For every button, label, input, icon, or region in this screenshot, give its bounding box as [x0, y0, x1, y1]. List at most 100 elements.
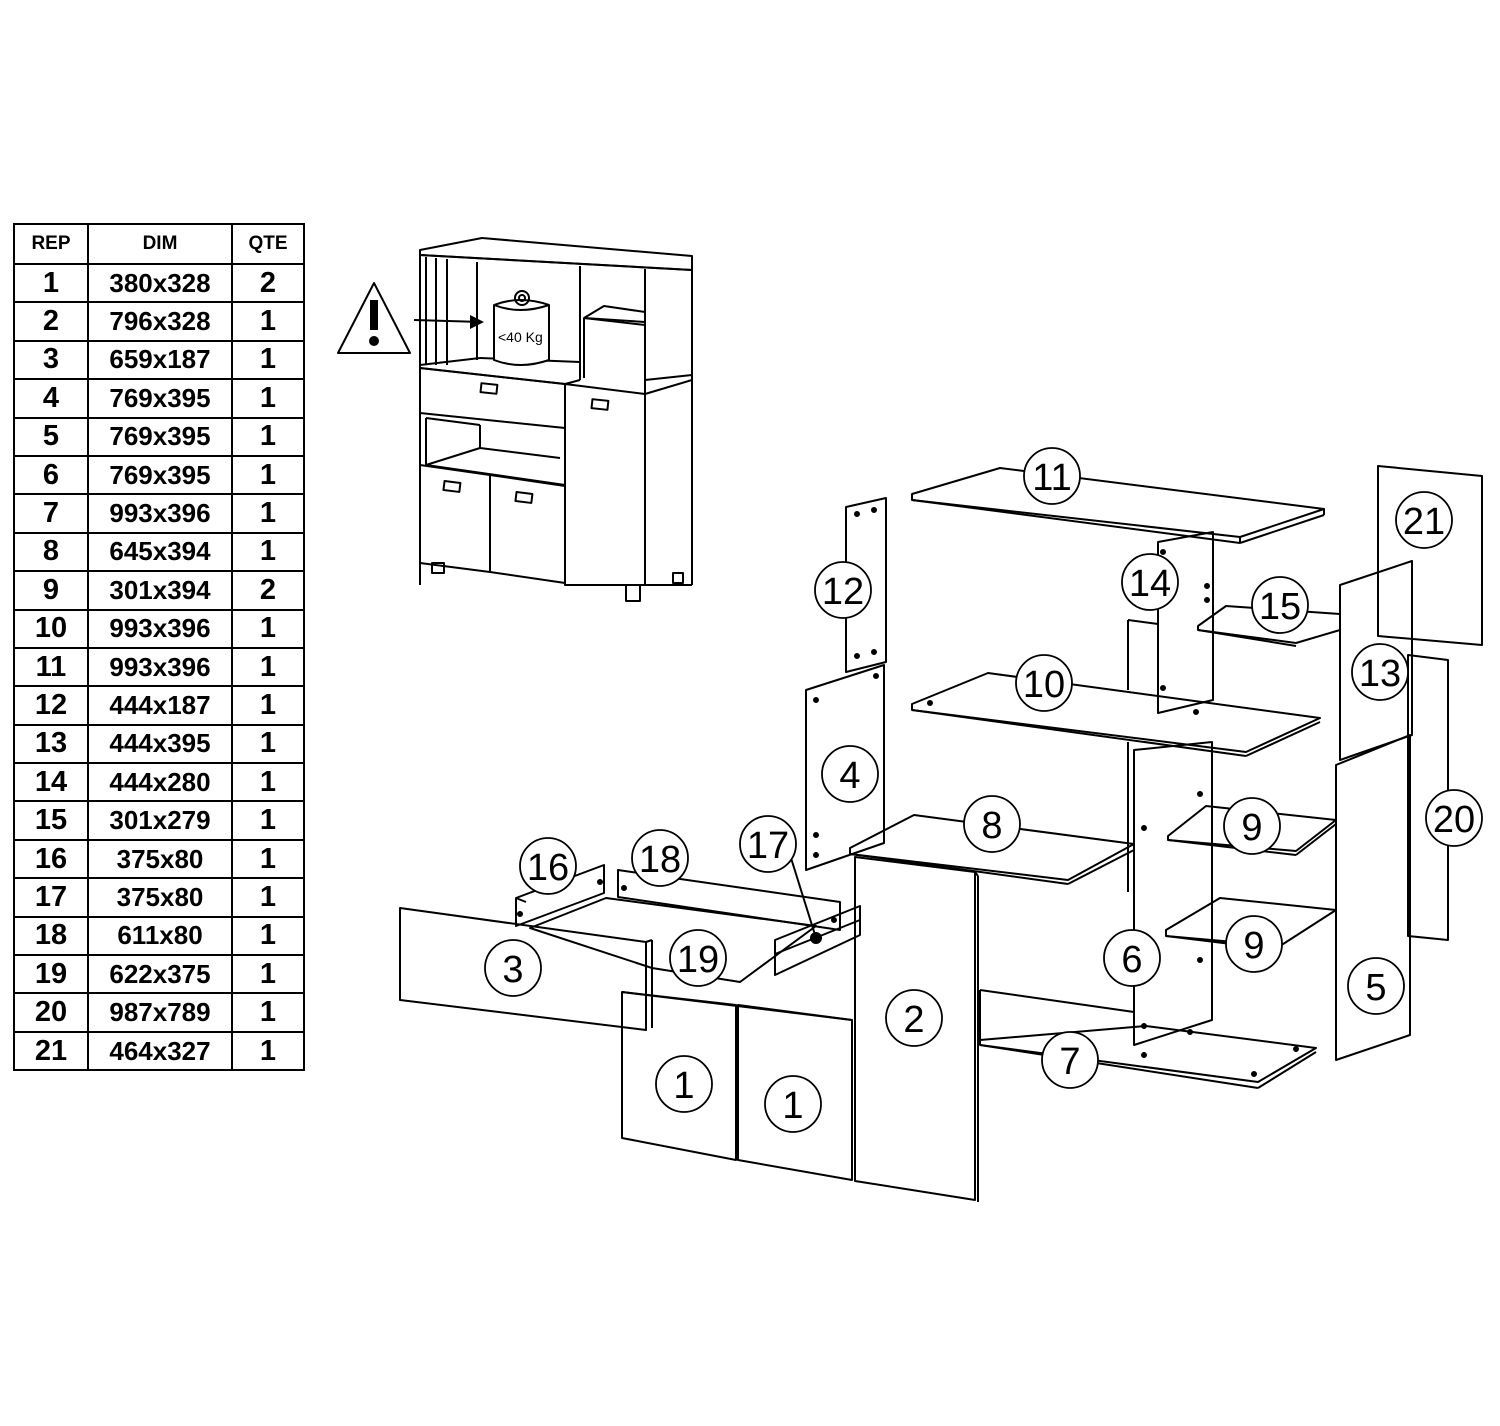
- callout-13: 13: [1359, 653, 1401, 695]
- cell-rep: 9: [13, 570, 89, 611]
- cell-qte: 1: [231, 1030, 305, 1072]
- callout-circles: [484, 447, 1483, 1133]
- callout-18: 18: [639, 839, 681, 881]
- cell-qte: 1: [231, 762, 305, 803]
- callout-labels: 1 1 2 3 4 5 6 7 8 9 9 10 11 12 13 14 15 …: [502, 457, 1475, 1127]
- cell-qte: 1: [231, 454, 305, 496]
- cell-qte: 1: [231, 646, 305, 688]
- cell-rep: 10: [13, 608, 89, 649]
- cell-qte: 2: [231, 262, 305, 304]
- panel-13-shape: [1339, 560, 1413, 761]
- cell-dim: 622x375: [87, 954, 233, 995]
- cell-dim: 444x395: [87, 723, 233, 765]
- callout-17: 17: [747, 825, 789, 867]
- callout-9a: 9: [1241, 807, 1262, 849]
- cell-dim: 993x396: [87, 608, 233, 649]
- cell-dim: 769x395: [87, 454, 233, 496]
- cell-qte: 1: [231, 877, 305, 918]
- callout-15: 15: [1259, 586, 1301, 628]
- cell-qte: 1: [231, 992, 305, 1033]
- panel-18-shape: [617, 869, 841, 931]
- cell-rep: 15: [13, 800, 89, 841]
- cell-rep: 13: [13, 723, 89, 765]
- callout-16: 16: [527, 847, 569, 889]
- cell-dim: 769x395: [87, 416, 233, 457]
- cell-rep: 18: [13, 915, 89, 957]
- cell-dim: 464x327: [87, 1030, 233, 1072]
- header-dim: DIM: [87, 223, 233, 265]
- panel-10-shape: [911, 672, 1321, 753]
- callout-6: 6: [1121, 939, 1142, 981]
- weight-block-icon: [493, 290, 550, 366]
- cell-rep: 12: [13, 685, 89, 726]
- panel-11-shape: [911, 467, 1325, 538]
- callout-3: 3: [502, 949, 523, 991]
- cell-qte: 1: [231, 915, 305, 957]
- cell-rep: 3: [13, 339, 89, 381]
- cell-dim: 444x187: [87, 685, 233, 726]
- table-header-row: REP DIM QTE: [13, 223, 305, 265]
- panel-7-shape: [979, 1025, 1317, 1083]
- cell-qte: 1: [231, 608, 305, 649]
- header-rep: REP: [13, 223, 89, 265]
- callout-2: 2: [903, 999, 924, 1041]
- cell-dim: 769x395: [87, 378, 233, 419]
- cell-qte: 1: [231, 416, 305, 457]
- panel-14-shape: [1157, 531, 1214, 714]
- cell-dim: 611x80: [87, 915, 233, 957]
- panel-5-shape: [1335, 734, 1411, 1061]
- panel-21-shape: [1377, 465, 1483, 646]
- cell-qte: 1: [231, 339, 305, 381]
- panel-20-shape: [1407, 654, 1449, 941]
- assembled-cabinet-illustration: [419, 237, 693, 602]
- panel-8-shape: [849, 814, 1135, 881]
- cell-dim: 645x394: [87, 531, 233, 573]
- cell-qte: 1: [231, 838, 305, 880]
- panel-6-shape: [1133, 741, 1213, 1046]
- cell-qte: 1: [231, 954, 305, 995]
- cell-dim: 375x80: [87, 838, 233, 880]
- cell-dim: 301x394: [87, 570, 233, 611]
- cell-dim: 796x328: [87, 301, 233, 342]
- callout-9b: 9: [1243, 925, 1264, 967]
- warning-triangle-icon: [337, 282, 411, 354]
- cell-dim: 993x396: [87, 493, 233, 534]
- cell-rep: 17: [13, 877, 89, 918]
- cell-qte: 1: [231, 531, 305, 573]
- cell-rep: 2: [13, 301, 89, 342]
- weight-limit-label: <40 Kg: [498, 329, 543, 345]
- cell-rep: 4: [13, 378, 89, 419]
- cell-rep: 16: [13, 838, 89, 880]
- callout-19: 19: [677, 939, 719, 981]
- cell-qte: 1: [231, 301, 305, 342]
- panel-17-shape: [774, 905, 861, 976]
- callout-20: 20: [1433, 799, 1475, 841]
- cell-dim: 380x328: [87, 262, 233, 304]
- cell-dim: 987x789: [87, 992, 233, 1033]
- cell-dim: 659x187: [87, 339, 233, 381]
- callout-7: 7: [1059, 1041, 1080, 1083]
- cell-qte: 1: [231, 378, 305, 419]
- callout-1b: 1: [782, 1085, 803, 1127]
- cell-rep: 7: [13, 493, 89, 534]
- cell-qte: 1: [231, 493, 305, 534]
- panel-3-shape: [399, 907, 647, 1031]
